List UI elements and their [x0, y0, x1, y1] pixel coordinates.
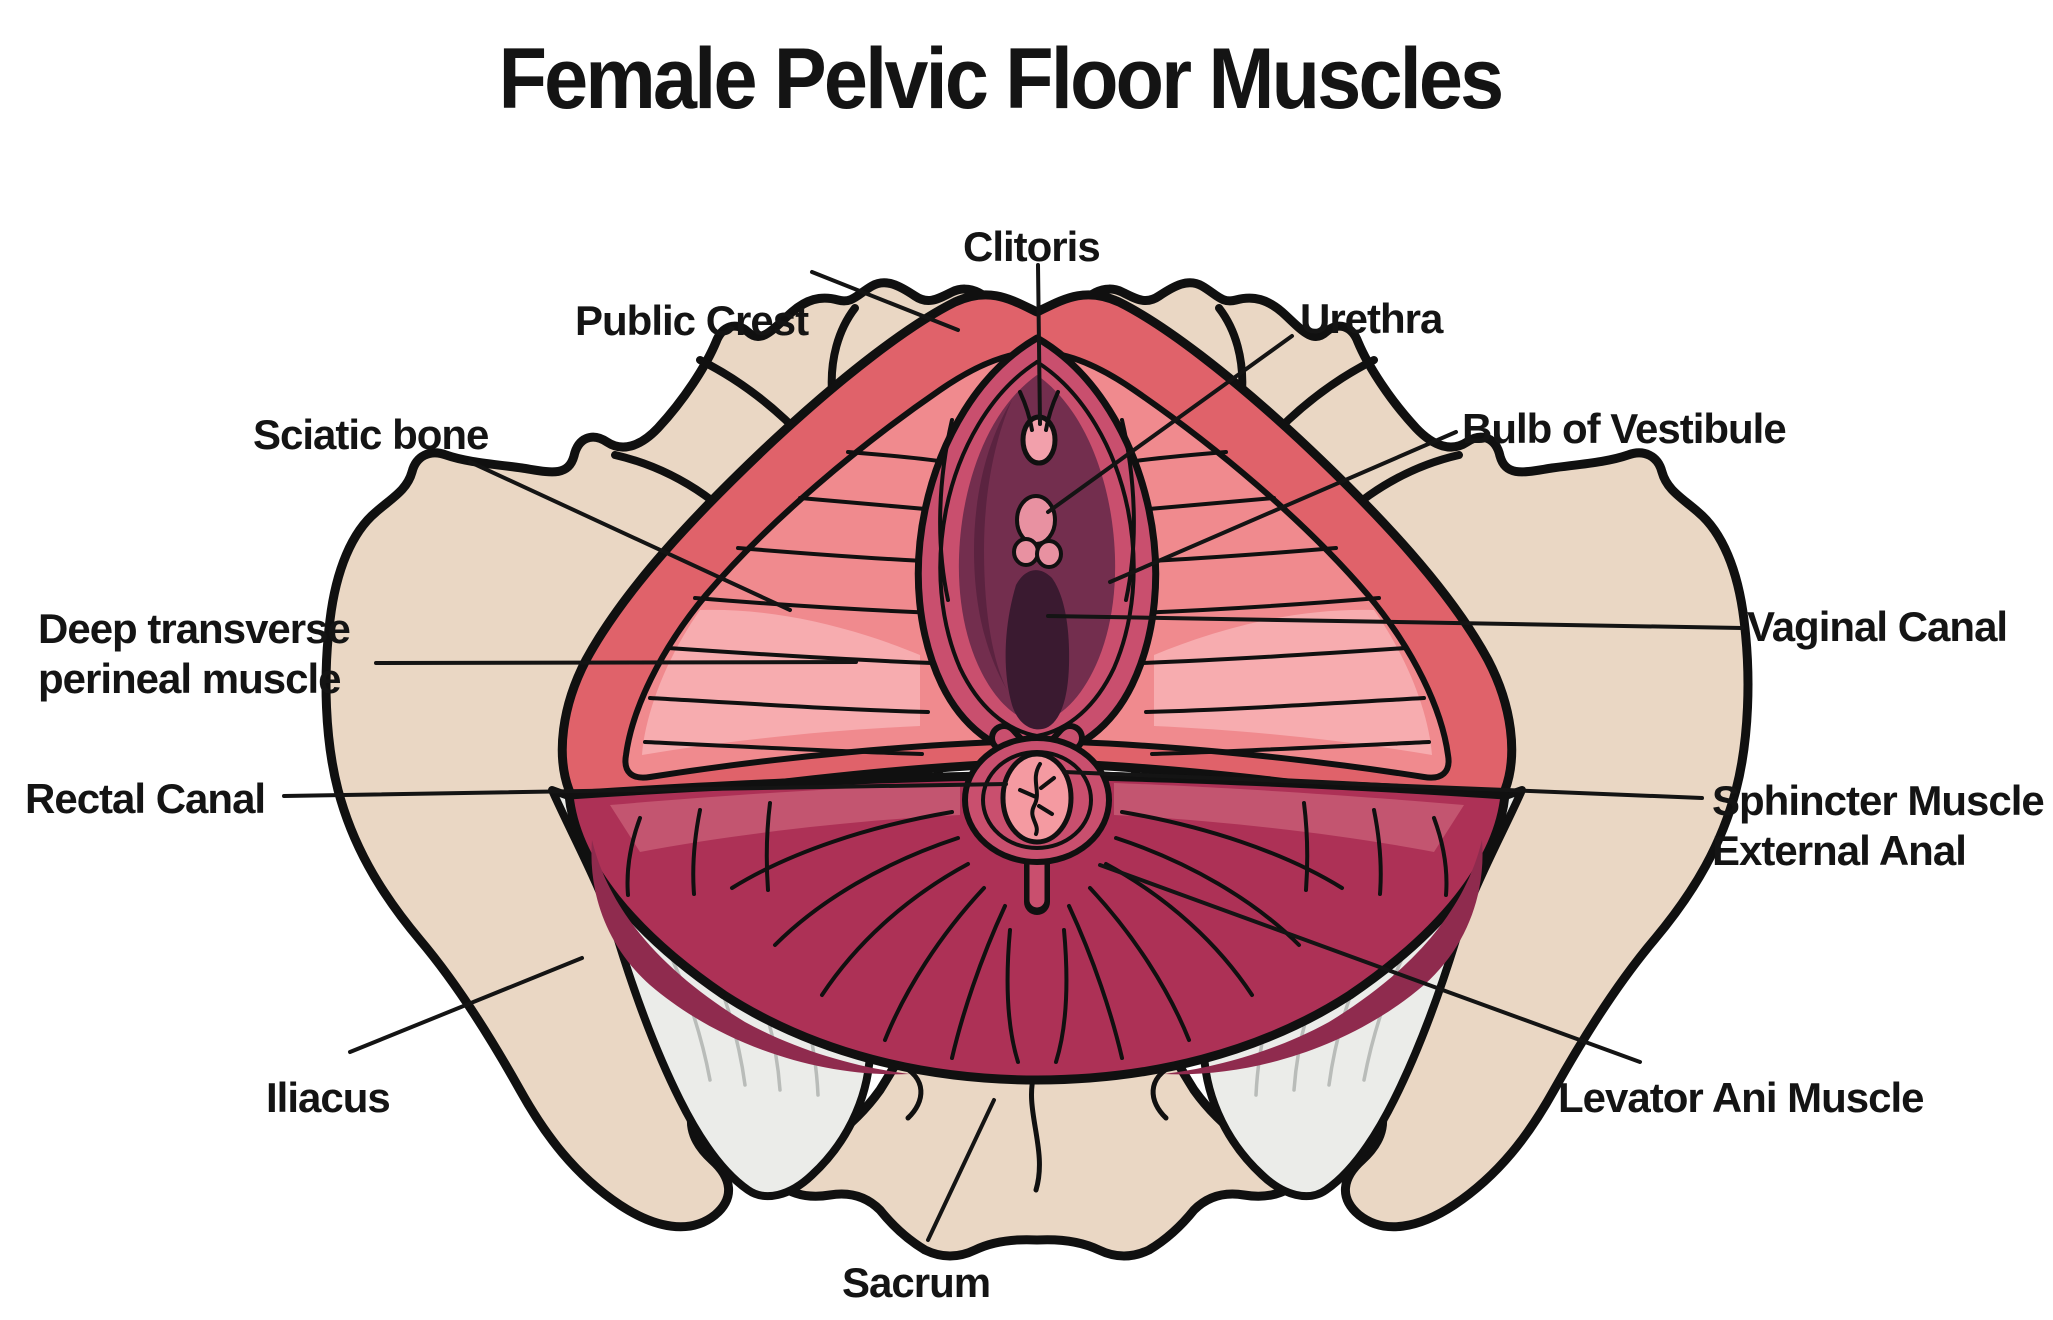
- vaginal-opening: [1005, 570, 1070, 730]
- label-deep-transverse-perineal-muscle: Deep transverse perineal muscle: [38, 604, 351, 705]
- leader-vaginal-canal: [1046, 614, 1744, 630]
- leader-sacrum: [926, 1098, 996, 1242]
- anal-sphincter: [962, 723, 1112, 915]
- label-clitoris: Clitoris: [963, 223, 1101, 270]
- label-rectal-canal: Rectal Canal: [25, 775, 266, 822]
- leader-public-crest: [810, 270, 960, 332]
- label-line: Deep transverse: [38, 605, 351, 652]
- label-iliacus: Iliacus: [266, 1074, 391, 1121]
- label-bulb-of-vestibule: Bulb of Vestibule: [1462, 405, 1787, 452]
- leader-bulb-of-vestibule: [1108, 430, 1458, 584]
- label-sciatic-bone: Sciatic bone: [253, 411, 489, 458]
- leader-deep-transverse: [374, 660, 858, 665]
- leader-clitoris: [1036, 263, 1042, 426]
- label-line: Sphincter Muscle: [1712, 777, 2045, 824]
- label-vaginal-canal: Vaginal Canal: [1747, 603, 2008, 650]
- label-sacrum: Sacrum: [842, 1259, 991, 1306]
- label-line: External Anal: [1712, 827, 1967, 875]
- label-sphincter-muscle-external-anal: Sphincter Muscle External Anal: [1712, 776, 2045, 877]
- leader-urethra: [1046, 334, 1294, 514]
- urethral-opening: [1015, 494, 1057, 546]
- label-public-crest: Public Crest: [575, 297, 809, 344]
- leader-iliacus: [348, 956, 584, 1054]
- leader-levator-ani: [1098, 863, 1642, 1064]
- label-line: perineal muscle: [38, 655, 341, 703]
- label-urethra: Urethra: [1300, 295, 1443, 342]
- label-levator-ani-muscle: Levator Ani Muscle: [1558, 1074, 1925, 1121]
- vulva-vestibule: [914, 334, 1160, 762]
- leader-sphincter: [1062, 770, 1704, 800]
- levator-ani-muscle: [564, 770, 1510, 1085]
- leader-sciatic-bone: [468, 460, 792, 612]
- leader-rectal-canal: [282, 782, 1008, 798]
- leader-lines: [282, 263, 1744, 1242]
- page-title: Female Pelvic Floor Muscles: [498, 31, 1505, 127]
